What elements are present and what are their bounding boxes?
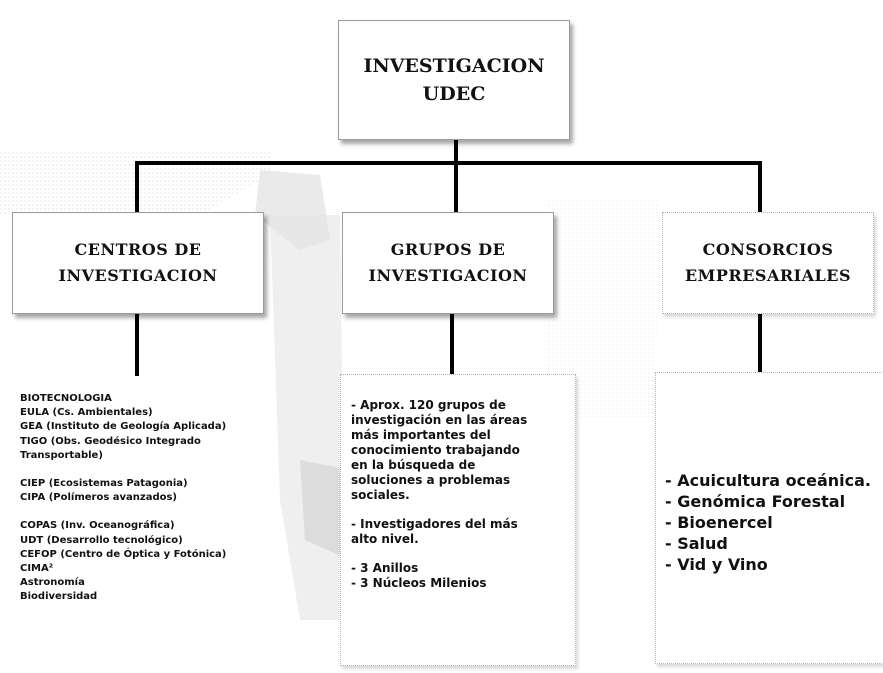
- list-item: - Vid y Vino: [665, 555, 768, 574]
- list-item: CIMA²: [20, 563, 54, 575]
- list-item: EULA (Cs. Ambientales): [20, 407, 153, 419]
- list-item: conocimiento trabajando: [351, 443, 520, 457]
- root-connector-line: [454, 138, 458, 164]
- centros-node: CENTROS DE INVESTIGACION: [12, 212, 264, 314]
- list-item: investigación en las áreas: [351, 413, 528, 427]
- grupos-title-line2: INVESTIGACION: [368, 266, 528, 285]
- list-item: Transportable): [20, 449, 103, 461]
- centros-title-line1: CENTROS DE: [74, 240, 202, 259]
- consorcios-list: - Acuicultura oceánica. - Genómica Fores…: [665, 470, 871, 575]
- consorcios-list-box: [655, 372, 883, 664]
- consorcios-title-line1: CONSORCIOS: [702, 240, 834, 259]
- list-item: CEFOP (Centro de Óptica y Fotónica): [20, 548, 227, 560]
- centros-title-line2: INVESTIGACION: [58, 266, 218, 285]
- list-item: Biodiversidad: [20, 591, 98, 603]
- list-item: - Salud: [665, 534, 728, 553]
- consorcios-title-line2: EMPRESARIALES: [684, 266, 852, 285]
- list-item: alto nivel.: [351, 532, 419, 546]
- grupos-node: GRUPOS DE INVESTIGACION: [342, 212, 554, 314]
- list-item: soluciones a problemas: [351, 473, 511, 487]
- grupos-list: - Aprox. 120 grupos de investigación en …: [351, 398, 527, 591]
- list-item: CIEP (Ecosistemas Patagonia): [20, 478, 188, 490]
- consorcios-list-line: [758, 312, 762, 376]
- list-item: UDT (Desarrollo tecnológico): [20, 534, 183, 546]
- list-item: - Aprox. 120 grupos de: [351, 398, 506, 412]
- horizontal-bus-line: [135, 161, 762, 165]
- consorcios-node: CONSORCIOS EMPRESARIALES: [662, 212, 874, 314]
- list-item: TIGO (Obs. Geodésico Integrado: [20, 435, 201, 447]
- list-item: GEA (Instituto de Geología Aplicada): [20, 421, 227, 433]
- list-item: - Genómica Forestal: [665, 492, 846, 511]
- centros-drop-line: [135, 161, 139, 215]
- grupos-title-line1: GRUPOS DE: [390, 240, 506, 259]
- list-item: en la búsqueda de: [351, 458, 476, 472]
- root-title-line2: UDEC: [422, 83, 486, 105]
- list-item: CIPA (Polímeros avanzados): [20, 492, 178, 504]
- list-item: más importantes del: [351, 428, 491, 442]
- consorcios-drop-line: [758, 161, 762, 215]
- centros-list-line: [135, 312, 139, 376]
- list-item: COPAS (Inv. Oceanográfica): [20, 520, 175, 532]
- list-item: BIOTECNOLOGIA: [20, 393, 112, 404]
- root-node: INVESTIGACION UDEC: [338, 20, 570, 140]
- grupos-list-box: [340, 374, 576, 666]
- grupos-list-line: [450, 312, 454, 376]
- list-item: - Investigadores del más: [351, 517, 518, 531]
- list-item: - 3 Anillos: [351, 561, 419, 575]
- list-item: - 3 Núcleos Milenios: [351, 576, 487, 590]
- list-item: Astronomía: [20, 577, 85, 589]
- list-item: sociales.: [351, 488, 410, 502]
- list-item: - Acuicultura oceánica.: [665, 471, 871, 490]
- centros-list: BIOTECNOLOGIA EULA (Cs. Ambientales) GEA…: [20, 392, 226, 605]
- list-item: - Bioenercel: [665, 513, 773, 532]
- grupos-drop-line: [454, 161, 458, 215]
- root-title-line1: INVESTIGACION: [363, 55, 545, 77]
